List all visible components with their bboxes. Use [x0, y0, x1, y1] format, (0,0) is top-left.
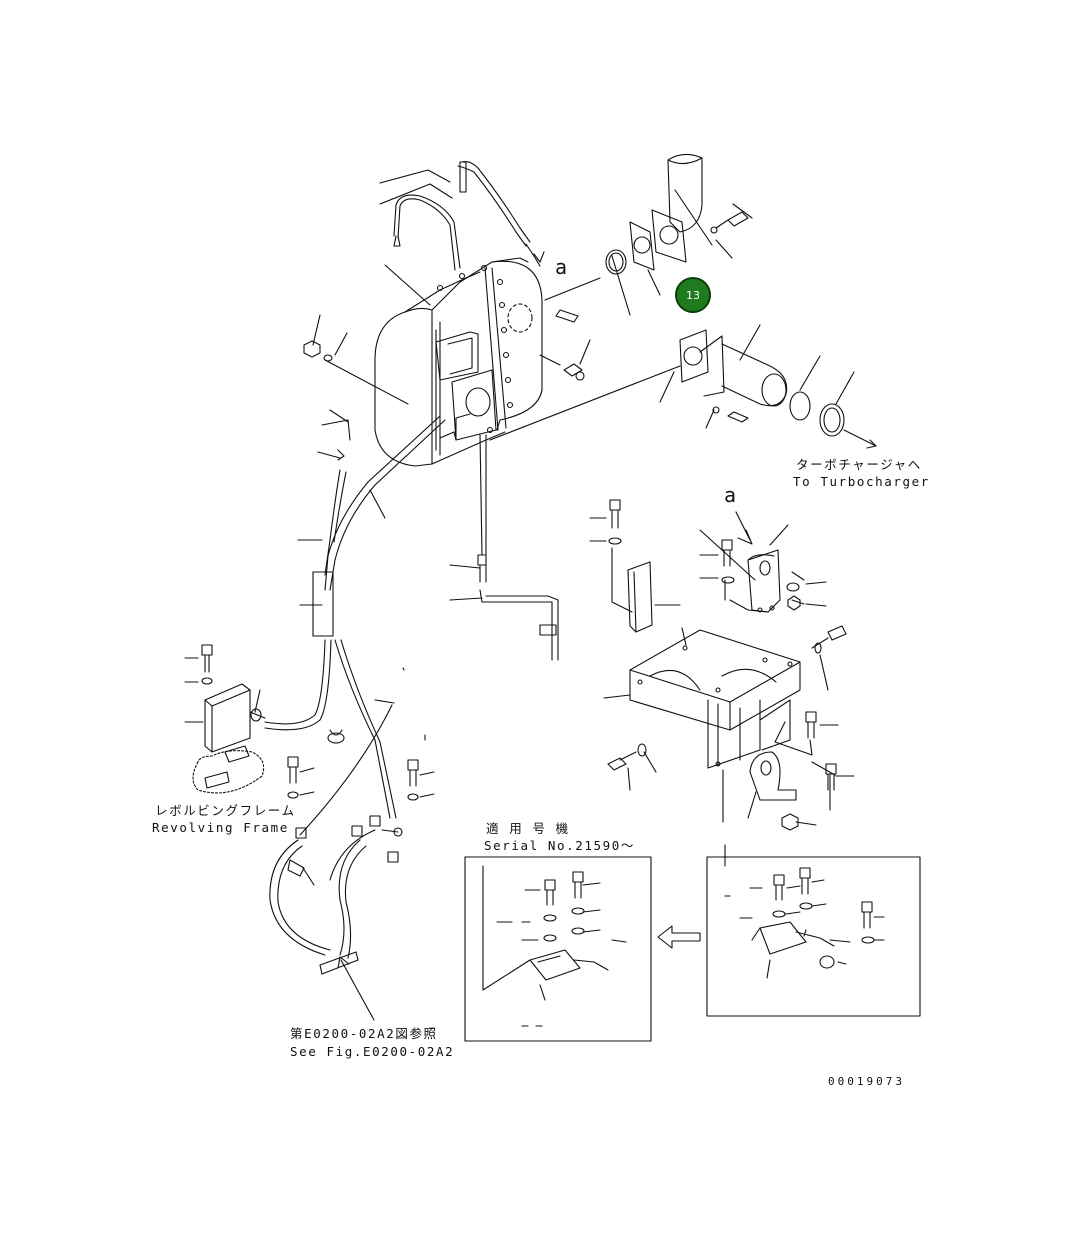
serial-label-jp: 適 用 号 機 — [486, 821, 570, 836]
cable-harness — [265, 416, 445, 974]
marker-a-top: a — [555, 255, 568, 279]
see-fig-en: See Fig.E0200-02A2 — [290, 1044, 455, 1059]
detail-box-serial — [465, 857, 651, 1041]
leader-lines — [298, 190, 854, 605]
marker-a-arrow — [736, 512, 752, 544]
serial-label-en: Serial No.21590～ — [484, 838, 635, 853]
frame-label-jp: レボルビングフレーム — [155, 803, 296, 818]
mounting-bracket — [604, 525, 835, 830]
sensor-box — [185, 645, 265, 793]
mid-bolts — [288, 668, 434, 800]
turbo-label-jp: ターボチャージャへ — [796, 457, 922, 472]
drain-pipe — [478, 555, 558, 660]
muffler — [375, 258, 542, 555]
frame-label-en: Revolving Frame — [152, 820, 289, 835]
top-cables — [380, 162, 544, 270]
exhaust-pipe — [490, 310, 876, 448]
detail-box-right — [707, 845, 920, 1016]
drawing-number: 00019073 — [828, 1075, 905, 1088]
transition-arrow — [658, 926, 700, 948]
nut-washer — [304, 341, 350, 460]
marker-a-bracket: a — [724, 483, 737, 507]
bracket-fasteners — [590, 500, 854, 790]
see-fig-jp: 第E0200-02A2図参照 — [290, 1026, 438, 1041]
part-callout-13[interactable]: 13 — [675, 277, 711, 313]
exhaust-elbow — [606, 154, 748, 274]
turbo-label-en: To Turbocharger — [793, 474, 930, 489]
see-fig-arrow — [338, 957, 374, 1020]
